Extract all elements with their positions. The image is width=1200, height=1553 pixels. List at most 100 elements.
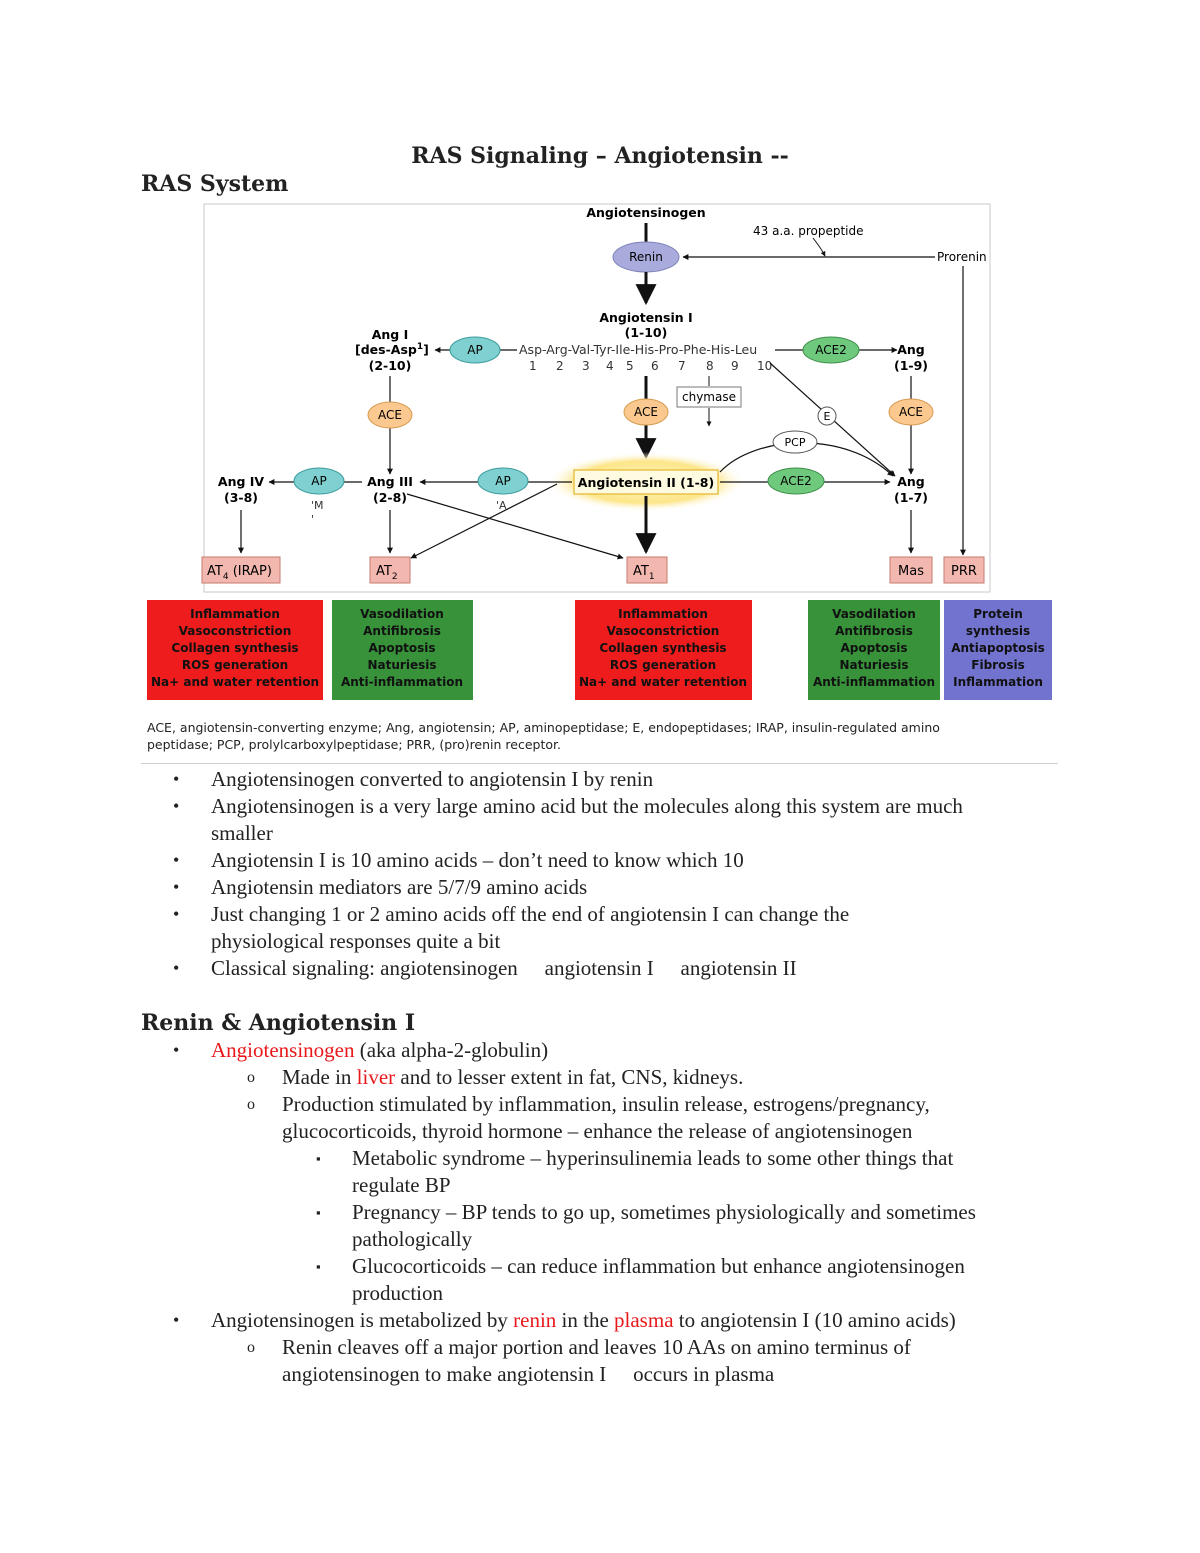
svg-text:AT4 (IRAP): AT4 (IRAP) <box>207 564 272 582</box>
sub-sub-list-item-continuation: production <box>352 1281 443 1305</box>
ace2-node-middle <box>767 467 825 495</box>
svg-text:3: 3 <box>582 359 590 373</box>
propeptide-label: 43 a.a. propeptide <box>753 224 864 238</box>
receptor-at1 <box>626 556 668 584</box>
sequence-positions: 1 2 3 4 5 6 7 8 9 10 <box>529 359 772 373</box>
svg-text:Anti-inflammation: Anti-inflammation <box>813 675 935 689</box>
svg-text:Vasodilation: Vasodilation <box>360 607 444 621</box>
ace2-node-top <box>802 336 860 364</box>
renin-bullet-list: •Angiotensinogen (aka alpha-2-globulin) … <box>141 1037 1081 1388</box>
ap-node-middle <box>477 467 529 495</box>
svg-text:Fibrosis: Fibrosis <box>971 658 1024 672</box>
svg-text:Inflammation: Inflammation <box>190 607 280 621</box>
list-item: •Angiotensinogen (aka alpha-2-globulin) <box>173 1038 549 1062</box>
ang-1-7-label: Ang <box>897 474 925 489</box>
ang-i-desasp-label: Ang I <box>372 327 409 342</box>
svg-text:Naturiesis: Naturiesis <box>368 658 437 672</box>
pcp-node <box>772 430 818 454</box>
ang-1-9-label: Ang <box>897 342 925 357</box>
list-item: •Angiotensin I is 10 amino acids – don’t… <box>173 848 744 872</box>
svg-text:AP: AP <box>311 474 326 488</box>
svg-text:4: 4 <box>606 359 614 373</box>
page-title: RAS Signaling – Angiotensin -- <box>411 143 789 169</box>
receptor-mas <box>889 556 933 584</box>
list-item: •Just changing 1 or 2 amino acids off th… <box>173 902 850 926</box>
angiotensinogen-label: Angiotensinogen <box>586 205 705 220</box>
svg-text:Vasoconstriction: Vasoconstriction <box>179 624 292 638</box>
endopeptidase-node <box>817 406 837 426</box>
ang-i-desasp-name: [des-Asp1] <box>355 342 429 357</box>
svg-text:7: 7 <box>678 359 686 373</box>
list-item-continuation: physiological responses quite a bit <box>211 929 501 953</box>
svg-text:2: 2 <box>556 359 564 373</box>
svg-text:1: 1 <box>529 359 537 373</box>
svg-text:Na+ and water retention: Na+ and water retention <box>579 675 747 689</box>
renin-label: Renin <box>629 250 663 264</box>
svg-text:': ' <box>311 513 314 526</box>
ras-bullet-list: •Angiotensinogen converted to angiotensi… <box>141 766 1081 982</box>
svg-text:8: 8 <box>706 359 714 373</box>
list-item: •Angiotensinogen is a very large amino a… <box>173 794 963 818</box>
svg-text:Collagen synthesis: Collagen synthesis <box>171 641 298 655</box>
svg-text:PRR: PRR <box>951 564 977 579</box>
list-item: •Angiotensinogen converted to angiotensi… <box>173 767 654 791</box>
receptor-at2 <box>369 556 411 584</box>
svg-text:ACE2: ACE2 <box>780 474 812 488</box>
section-heading-ras-system: RAS System <box>141 171 289 197</box>
svg-text:Vasodilation: Vasodilation <box>832 607 916 621</box>
svg-text:Antifibrosis: Antifibrosis <box>835 624 913 638</box>
svg-text:'A: 'A <box>496 499 507 512</box>
divider <box>141 763 1058 764</box>
sub-sub-list-item: ▪Pregnancy – BP tends to go up, sometime… <box>316 1200 976 1224</box>
ap-node-top <box>449 336 501 364</box>
sub-list-item-continuation: angiotensinogen to make angiotensin I  … <box>282 1362 774 1386</box>
svg-text:ACE2: ACE2 <box>815 343 847 357</box>
angiotensin-ii-box <box>573 469 719 495</box>
svg-text:6: 6 <box>651 359 659 373</box>
svg-text:ACE: ACE <box>634 405 658 419</box>
effects-box-prr: Protein synthesis Antiapoptosis Fibrosis… <box>944 600 1052 700</box>
svg-text:Antiapoptosis: Antiapoptosis <box>951 641 1045 655</box>
effects-box-at2: Vasodilation Antifibrosis Apoptosis Natu… <box>332 600 473 700</box>
ang-iv-label: Ang IV <box>218 474 265 489</box>
svg-text:Inflammation: Inflammation <box>953 675 1043 689</box>
effects-box-at4: Inflammation Vasoconstriction Collagen s… <box>147 600 323 700</box>
ang-1-9-range: (1-9) <box>894 358 928 373</box>
svg-text:Anti-inflammation: Anti-inflammation <box>341 675 463 689</box>
svg-text:Mas: Mas <box>898 564 924 579</box>
chymase-box <box>676 386 742 408</box>
prorenin-label: Prorenin <box>937 250 987 264</box>
sub-sub-list-item: ▪Metabolic syndrome – hyperinsulinemia l… <box>316 1146 954 1170</box>
svg-text:PCP: PCP <box>785 436 806 449</box>
section-heading-renin-angiotensin: Renin & Angiotensin I <box>141 1010 416 1036</box>
svg-text:synthesis: synthesis <box>966 624 1030 638</box>
ap-node-left <box>293 467 345 495</box>
svg-text:Protein: Protein <box>973 607 1023 621</box>
list-item: •Classical signaling: angiotensinogen  … <box>173 956 797 980</box>
svg-text:9: 9 <box>731 359 739 373</box>
ace-node-left <box>367 401 413 429</box>
ace-node-right <box>888 398 934 426</box>
svg-text:'M: 'M <box>311 499 324 512</box>
ace-node-center <box>623 398 669 426</box>
effects-box-at1: Inflammation Vasoconstriction Collagen s… <box>575 600 752 700</box>
svg-text:AT2: AT2 <box>376 564 398 582</box>
svg-text:AP: AP <box>495 474 510 488</box>
figure-caption: ACE, angiotensin-converting enzyme; Ang,… <box>147 720 940 752</box>
ang-iv-range: (3-8) <box>224 490 258 505</box>
sub-sub-list-item: ▪Glucocorticoids – can reduce inflammati… <box>316 1254 965 1278</box>
svg-text:5: 5 <box>626 359 634 373</box>
svg-text:ROS generation: ROS generation <box>182 658 288 672</box>
svg-text:AP: AP <box>467 343 482 357</box>
receptor-prr <box>943 556 985 584</box>
effects-box-mas: Vasodilation Antifibrosis Apoptosis Natu… <box>808 600 940 700</box>
svg-text:Na+ and water retention: Na+ and water retention <box>151 675 319 689</box>
svg-text:Apoptosis: Apoptosis <box>368 641 435 655</box>
angiotensin-i-sequence: Asp-Arg-Val-Tyr-Ile-His-Pro-Phe-His-Leu <box>519 342 757 357</box>
svg-text:10: 10 <box>757 359 772 373</box>
list-item: •Angiotensin mediators are 5/7/9 amino a… <box>173 875 588 899</box>
ras-pathway-diagram: Angiotensinogen Renin 43 a.a. propeptide… <box>147 203 1052 700</box>
